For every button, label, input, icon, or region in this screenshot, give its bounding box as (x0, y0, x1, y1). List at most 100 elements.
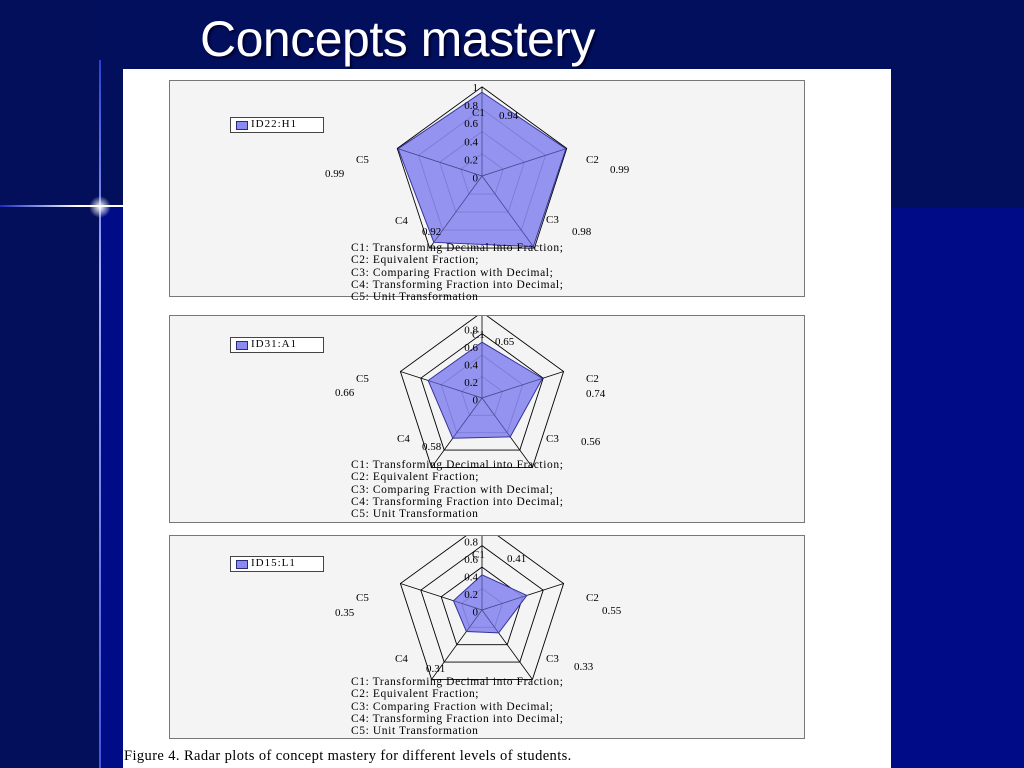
legend-entry: ID15:L1 (230, 556, 324, 572)
concept-list: C1: Transforming Decimal into Fraction; … (351, 459, 564, 520)
inner-spoke-c4 (452, 397, 483, 439)
value-label-c3: 0.56 (581, 436, 601, 448)
grid-ring-4 (399, 536, 565, 680)
value-label-c2: 0.55 (602, 605, 622, 617)
concept-item: C4: Transforming Fraction into Decimal; (351, 278, 564, 291)
concept-item: C1: Transforming Decimal into Fraction; (351, 676, 564, 688)
legend-swatch (236, 121, 248, 130)
inner-spoke-c2 (481, 595, 527, 611)
concept-item: C4: Transforming Fraction into Decimal; (351, 712, 564, 725)
inner-spoke-c3 (481, 397, 511, 438)
axis-label-c2: C2 (586, 373, 599, 385)
axis-label-c3: C3 (546, 433, 559, 445)
scale-tick-label: 0.2 (464, 377, 478, 389)
grid-ring-4 (399, 316, 565, 468)
scale-tick-label: 1 (473, 316, 479, 319)
value-label-c2: 0.99 (610, 164, 630, 176)
concept-item: C4: Transforming Fraction into Decimal; (351, 495, 564, 508)
axis-label-c4: C4 (395, 215, 408, 227)
concept-list: C1: Transforming Decimal into Fraction; … (351, 676, 564, 737)
scale-tick-label: 0.4 (464, 136, 478, 148)
axis-label-c1: C1 (472, 329, 485, 341)
radar-chart-3: 10.80.60.40.20C1C2C3C4C50.410.550.330.31… (169, 535, 805, 739)
concept-item: C1: Transforming Decimal into Fraction; (351, 242, 564, 254)
scale-tick-label: 0.6 (464, 342, 478, 354)
scale-tick-label: 0.8 (464, 100, 478, 112)
axis-label-c1: C1 (472, 107, 485, 119)
scale-tick-label: 0.2 (464, 154, 478, 166)
scale-tick-label: 1 (473, 82, 479, 94)
value-label-c3: 0.98 (572, 226, 592, 238)
scale-tick-label: 0.8 (464, 325, 478, 337)
concept-item: C2: Equivalent Fraction; (351, 471, 480, 484)
inner-spoke-c3 (481, 175, 534, 247)
figure-caption: Figure 4. Radar plots of concept mastery… (124, 748, 572, 764)
value-label-c3: 0.33 (574, 661, 594, 673)
decorative-vertical-line (99, 60, 101, 768)
axis-label-c2: C2 (586, 154, 599, 166)
legend-entry: ID22:H1 (230, 117, 324, 133)
value-label-c5: 0.99 (325, 168, 345, 180)
concept-item: C3: Comparing Fraction with Decimal; (351, 700, 554, 713)
scale-tick-label: 0 (473, 607, 479, 619)
slide-title: Concepts mastery (200, 11, 595, 67)
legend-label: ID31:A1 (251, 338, 298, 350)
value-label-c4: 0.31 (426, 663, 445, 675)
legend-label: ID15:L1 (251, 557, 296, 569)
radar-plot-3: 10.80.60.40.20C1C2C3C4C50.410.550.330.31… (335, 536, 622, 680)
scale-tick-label: 0.2 (464, 589, 478, 601)
value-label-c1: 0.94 (499, 110, 519, 122)
value-label-c5: 0.66 (335, 387, 355, 399)
background-left-strip (0, 0, 100, 768)
value-label-c4: 0.92 (422, 226, 441, 238)
decorative-sparkle (89, 196, 111, 218)
axis-label-c4: C4 (395, 653, 408, 665)
scale-tick-label: 0.4 (464, 572, 478, 584)
radar-chart-2: 10.80.60.40.20C1C2C3C4C50.650.740.560.58… (169, 315, 805, 523)
grid-ring-4 (396, 86, 568, 249)
inner-spoke-c5 (398, 148, 483, 177)
grid-ring-3 (420, 333, 544, 451)
grid-ring-3 (420, 545, 544, 663)
axis-label-c5: C5 (356, 373, 369, 385)
concept-list: C1: Transforming Decimal into Fraction; … (351, 242, 564, 303)
inner-spoke-c4 (466, 609, 483, 632)
concept-item: C3: Comparing Fraction with Decimal; (351, 266, 554, 279)
concept-item: C5: Unit Transformation (351, 291, 479, 304)
axis-label-c5: C5 (356, 592, 369, 604)
value-label-c5: 0.35 (335, 607, 355, 619)
concept-item: C2: Equivalent Fraction; (351, 688, 480, 701)
legend-entry: ID31:A1 (230, 337, 324, 353)
concept-item: C5: Unit Transformation (351, 508, 479, 521)
scale-tick-label: 0.4 (464, 360, 478, 372)
scale-tick-label: 0.8 (464, 537, 478, 549)
value-label-c2: 0.74 (586, 388, 606, 400)
value-label-c1: 0.65 (495, 336, 515, 348)
scale-tick-label: 0.6 (464, 554, 478, 566)
inner-spoke-c2 (481, 148, 566, 177)
scale-tick-label: 0.6 (464, 118, 478, 130)
legend-label: ID22:H1 (251, 118, 298, 130)
concept-item: C1: Transforming Decimal into Fraction; (351, 459, 564, 471)
axis-label-c2: C2 (586, 592, 599, 604)
legend-swatch (236, 560, 248, 569)
scale-tick-label: 0 (473, 173, 479, 185)
concept-item: C2: Equivalent Fraction; (351, 254, 480, 267)
axis-label-c3: C3 (546, 653, 559, 665)
axis-label-c5: C5 (356, 154, 369, 166)
scale-tick-label: 0 (473, 395, 479, 407)
axis-label-c4: C4 (397, 433, 410, 445)
inner-spoke-c5 (428, 380, 483, 399)
radar-plot-2: 10.80.60.40.20C1C2C3C4C50.650.740.560.58… (335, 316, 606, 468)
decorative-horizontal-line (0, 205, 130, 207)
legend-swatch (236, 341, 248, 350)
data-polygon (452, 574, 528, 634)
inner-spoke-c5 (453, 600, 483, 611)
value-label-c1: 0.41 (507, 553, 526, 565)
data-polygon (427, 341, 544, 439)
radar-plot-1: 10.80.60.40.20C1C2C3C4C50.940.990.980.92… (325, 82, 630, 249)
inner-spoke-c4 (433, 175, 483, 243)
concept-item: C3: Comparing Fraction with Decimal; (351, 483, 554, 496)
